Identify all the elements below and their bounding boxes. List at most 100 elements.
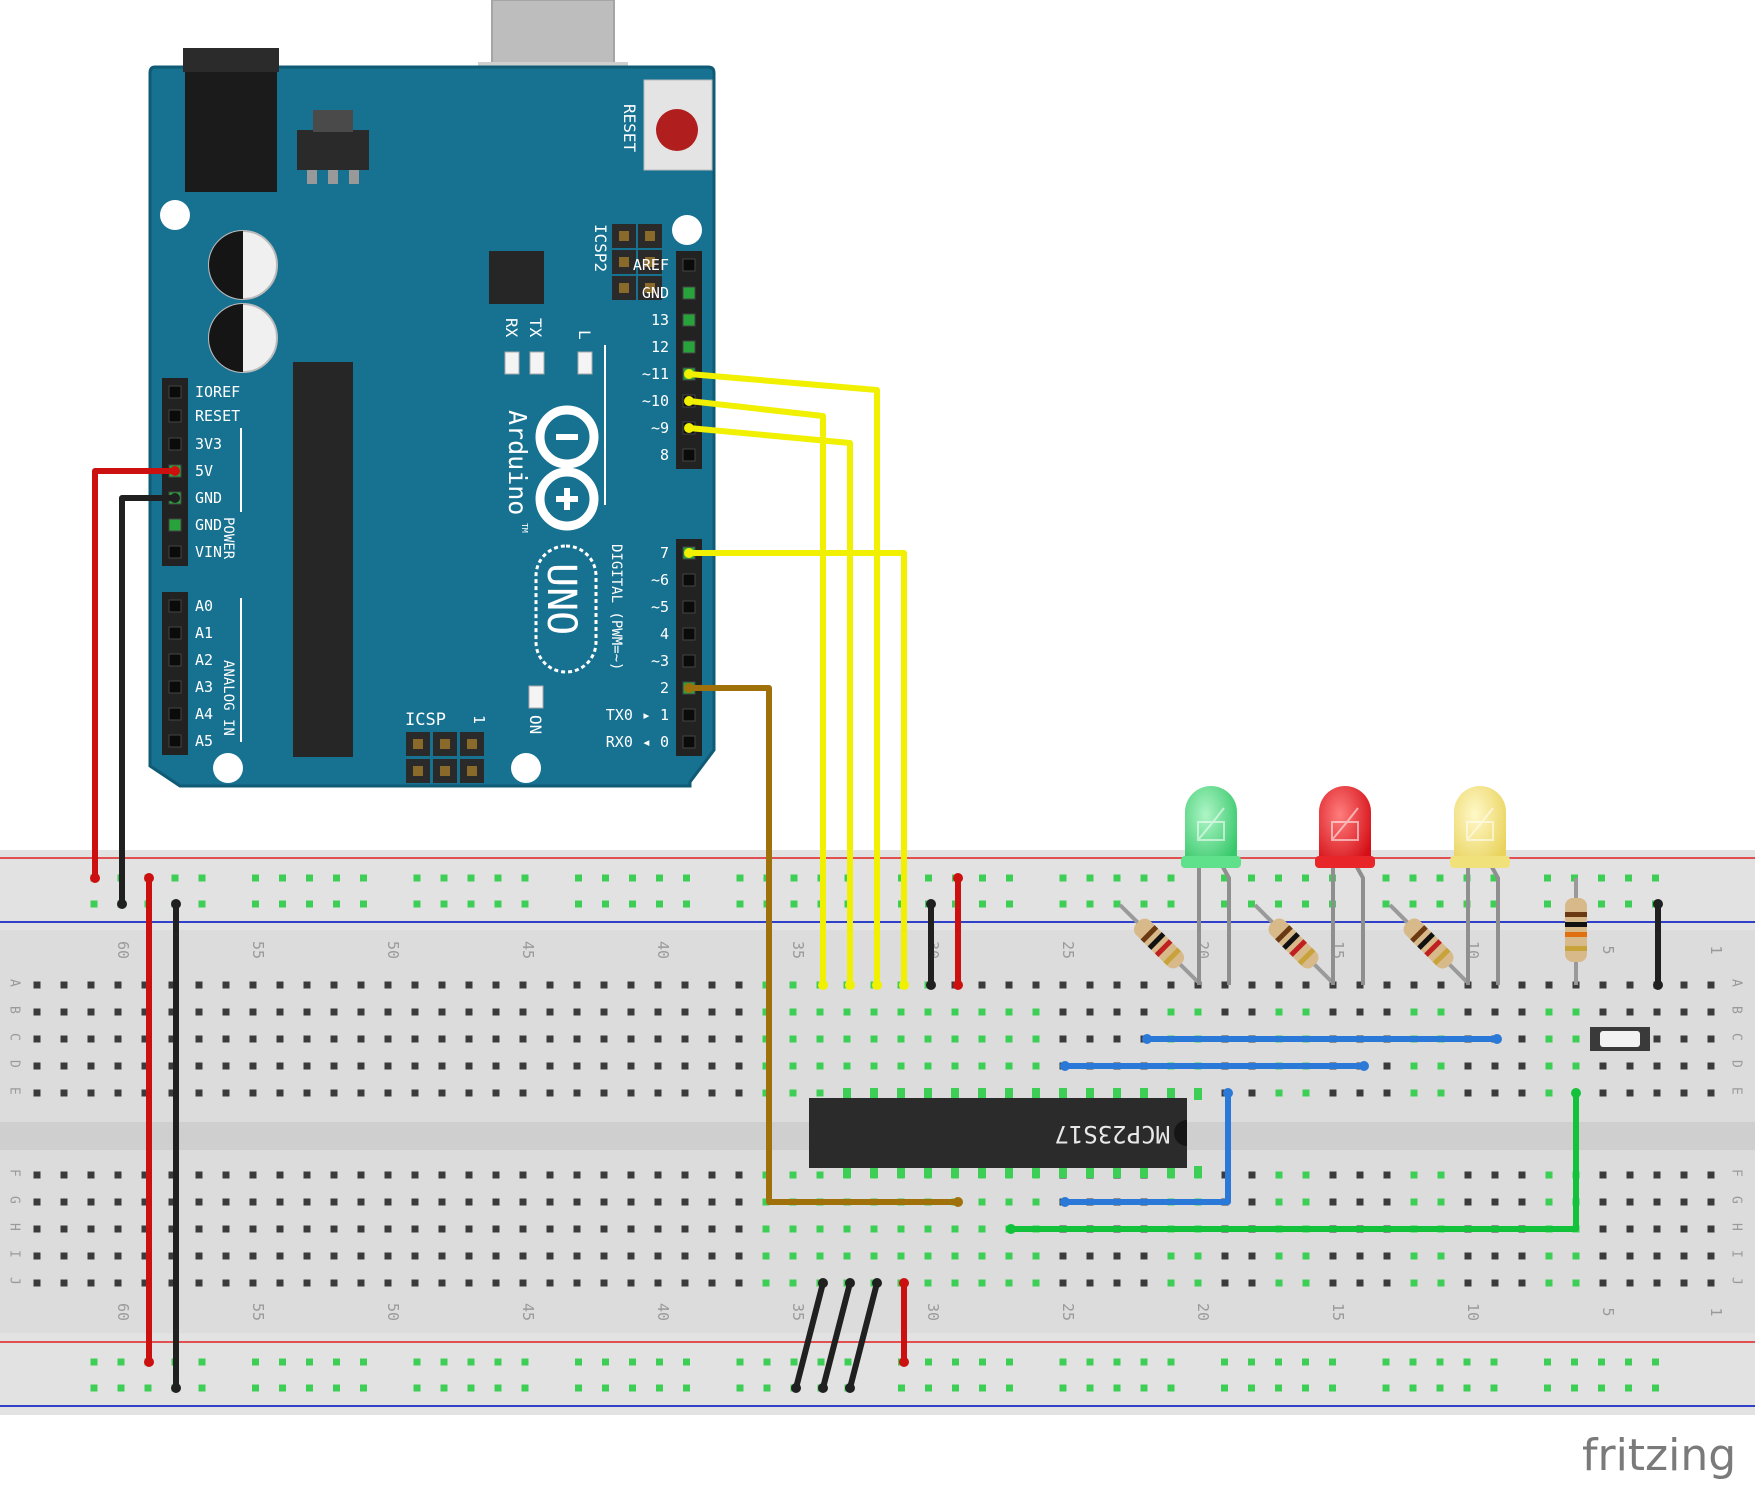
breadboard-hole bbox=[735, 1062, 743, 1070]
breadboard-hole bbox=[141, 1252, 149, 1260]
rail-hole bbox=[629, 874, 636, 882]
breadboard-hole bbox=[114, 981, 122, 989]
wire-end bbox=[1359, 1061, 1369, 1071]
chip-leg-top bbox=[1086, 1088, 1094, 1100]
resistor-band bbox=[1275, 925, 1293, 943]
wire-end bbox=[953, 873, 963, 883]
breadboard-hole bbox=[1032, 1252, 1040, 1260]
breadboard-hole bbox=[1356, 1171, 1364, 1179]
breadboard-hole bbox=[1626, 1198, 1634, 1206]
rail-hole bbox=[1409, 1384, 1417, 1392]
header-pin bbox=[682, 313, 696, 327]
breadboard-hole bbox=[60, 1198, 68, 1206]
breadboard-hole bbox=[438, 1171, 446, 1179]
breadboard-hole bbox=[1518, 1279, 1526, 1287]
breadboard-hole bbox=[1491, 1062, 1499, 1070]
breadboard-hole bbox=[654, 1198, 662, 1206]
led-base bbox=[1450, 856, 1510, 868]
rail-hole bbox=[494, 900, 502, 908]
breadboard-hole bbox=[1518, 1252, 1526, 1260]
breadboard-hole bbox=[1248, 981, 1256, 989]
breadboard-hole bbox=[600, 1171, 608, 1179]
column-number: 50 bbox=[384, 1303, 402, 1321]
breadboard-hole bbox=[1113, 1008, 1121, 1016]
breadboard-hole bbox=[1626, 1171, 1634, 1179]
breadboard-hole bbox=[33, 1225, 41, 1233]
rail-hole bbox=[656, 900, 663, 908]
reset-button[interactable] bbox=[643, 79, 713, 171]
rail-hole bbox=[360, 874, 367, 882]
rail-hole bbox=[1275, 874, 1282, 882]
rail-hole bbox=[602, 1358, 609, 1366]
breadboard-hole bbox=[1194, 1252, 1202, 1260]
header-pin bbox=[682, 708, 696, 722]
rail-hole bbox=[1248, 1384, 1255, 1392]
rail-hole bbox=[494, 874, 502, 882]
breadboard-hole bbox=[411, 1035, 419, 1043]
breadboard-hole bbox=[789, 1171, 797, 1179]
rail-hole bbox=[306, 874, 313, 882]
breadboard-hole bbox=[1302, 1008, 1310, 1016]
breadboard-hole bbox=[1680, 1035, 1688, 1043]
breadboard-hole bbox=[195, 1171, 203, 1179]
breadboard-hole bbox=[951, 1252, 959, 1260]
push-button[interactable] bbox=[1590, 1027, 1650, 1051]
breadboard-hole bbox=[276, 1089, 284, 1097]
breadboard-hole bbox=[816, 1225, 824, 1233]
breadboard-hole bbox=[816, 1035, 824, 1043]
wire-end bbox=[90, 873, 100, 883]
breadboard-hole bbox=[1464, 1171, 1472, 1179]
breadboard-hole bbox=[573, 1198, 581, 1206]
on-label: ON bbox=[526, 715, 545, 734]
breadboard-hole bbox=[384, 1198, 392, 1206]
breadboard-hole bbox=[789, 1252, 797, 1260]
wire-end bbox=[1492, 1034, 1502, 1044]
rail-hole bbox=[979, 874, 986, 882]
breadboard-hole bbox=[249, 1008, 257, 1016]
breadboard-hole bbox=[519, 1198, 527, 1206]
rail-hole bbox=[1544, 1358, 1551, 1366]
breadboard-hole bbox=[735, 981, 743, 989]
breadboard-hole bbox=[843, 1062, 851, 1070]
rail-hole bbox=[1382, 1358, 1390, 1366]
breadboard-hole bbox=[1194, 1279, 1202, 1287]
rail-hole bbox=[521, 1358, 529, 1366]
breadboard-hole bbox=[816, 1252, 824, 1260]
breadboard-hole bbox=[978, 1198, 986, 1206]
icsp2-label: ICSP2 bbox=[591, 224, 610, 272]
breadboard-hole bbox=[573, 981, 581, 989]
breadboard-hole bbox=[519, 981, 527, 989]
breadboard-hole bbox=[843, 1008, 851, 1016]
breadboard-hole bbox=[546, 1279, 554, 1287]
rail-hole bbox=[1625, 900, 1632, 908]
arduino-name: Arduino bbox=[503, 410, 532, 515]
breadboard-hole bbox=[1383, 1062, 1391, 1070]
wire-pin2-interrupt bbox=[686, 685, 961, 1205]
breadboard-hole bbox=[1302, 1089, 1310, 1097]
breadboard-hole bbox=[438, 1089, 446, 1097]
header-housing bbox=[162, 592, 188, 755]
rail-hole bbox=[683, 1358, 690, 1366]
row-letter-left: D bbox=[7, 1060, 22, 1068]
column-number: 25 bbox=[1059, 1303, 1077, 1321]
wire-end bbox=[144, 873, 154, 883]
breadboard-hole bbox=[411, 1198, 419, 1206]
breadboard-hole bbox=[1005, 1035, 1013, 1043]
rail-hole bbox=[306, 1358, 313, 1366]
breadboard-hole bbox=[1518, 1008, 1526, 1016]
breadboard-hole bbox=[1221, 981, 1229, 989]
breadboard-hole bbox=[1464, 1008, 1472, 1016]
rail-hole bbox=[1167, 900, 1175, 908]
breadboard-hole bbox=[465, 1062, 473, 1070]
breadboard-hole bbox=[1410, 1062, 1418, 1070]
wire-end bbox=[926, 980, 936, 990]
breadboard-hole bbox=[1167, 1252, 1175, 1260]
breadboard-hole bbox=[1491, 1089, 1499, 1097]
breadboard-hole bbox=[951, 1008, 959, 1016]
rail-hole bbox=[90, 1358, 98, 1366]
header-pin-label: 12 bbox=[651, 338, 669, 356]
rail-hole bbox=[602, 874, 609, 882]
breadboard-hole bbox=[384, 1035, 392, 1043]
breadboard-hole bbox=[1113, 1252, 1121, 1260]
breadboard-hole bbox=[816, 1008, 824, 1016]
